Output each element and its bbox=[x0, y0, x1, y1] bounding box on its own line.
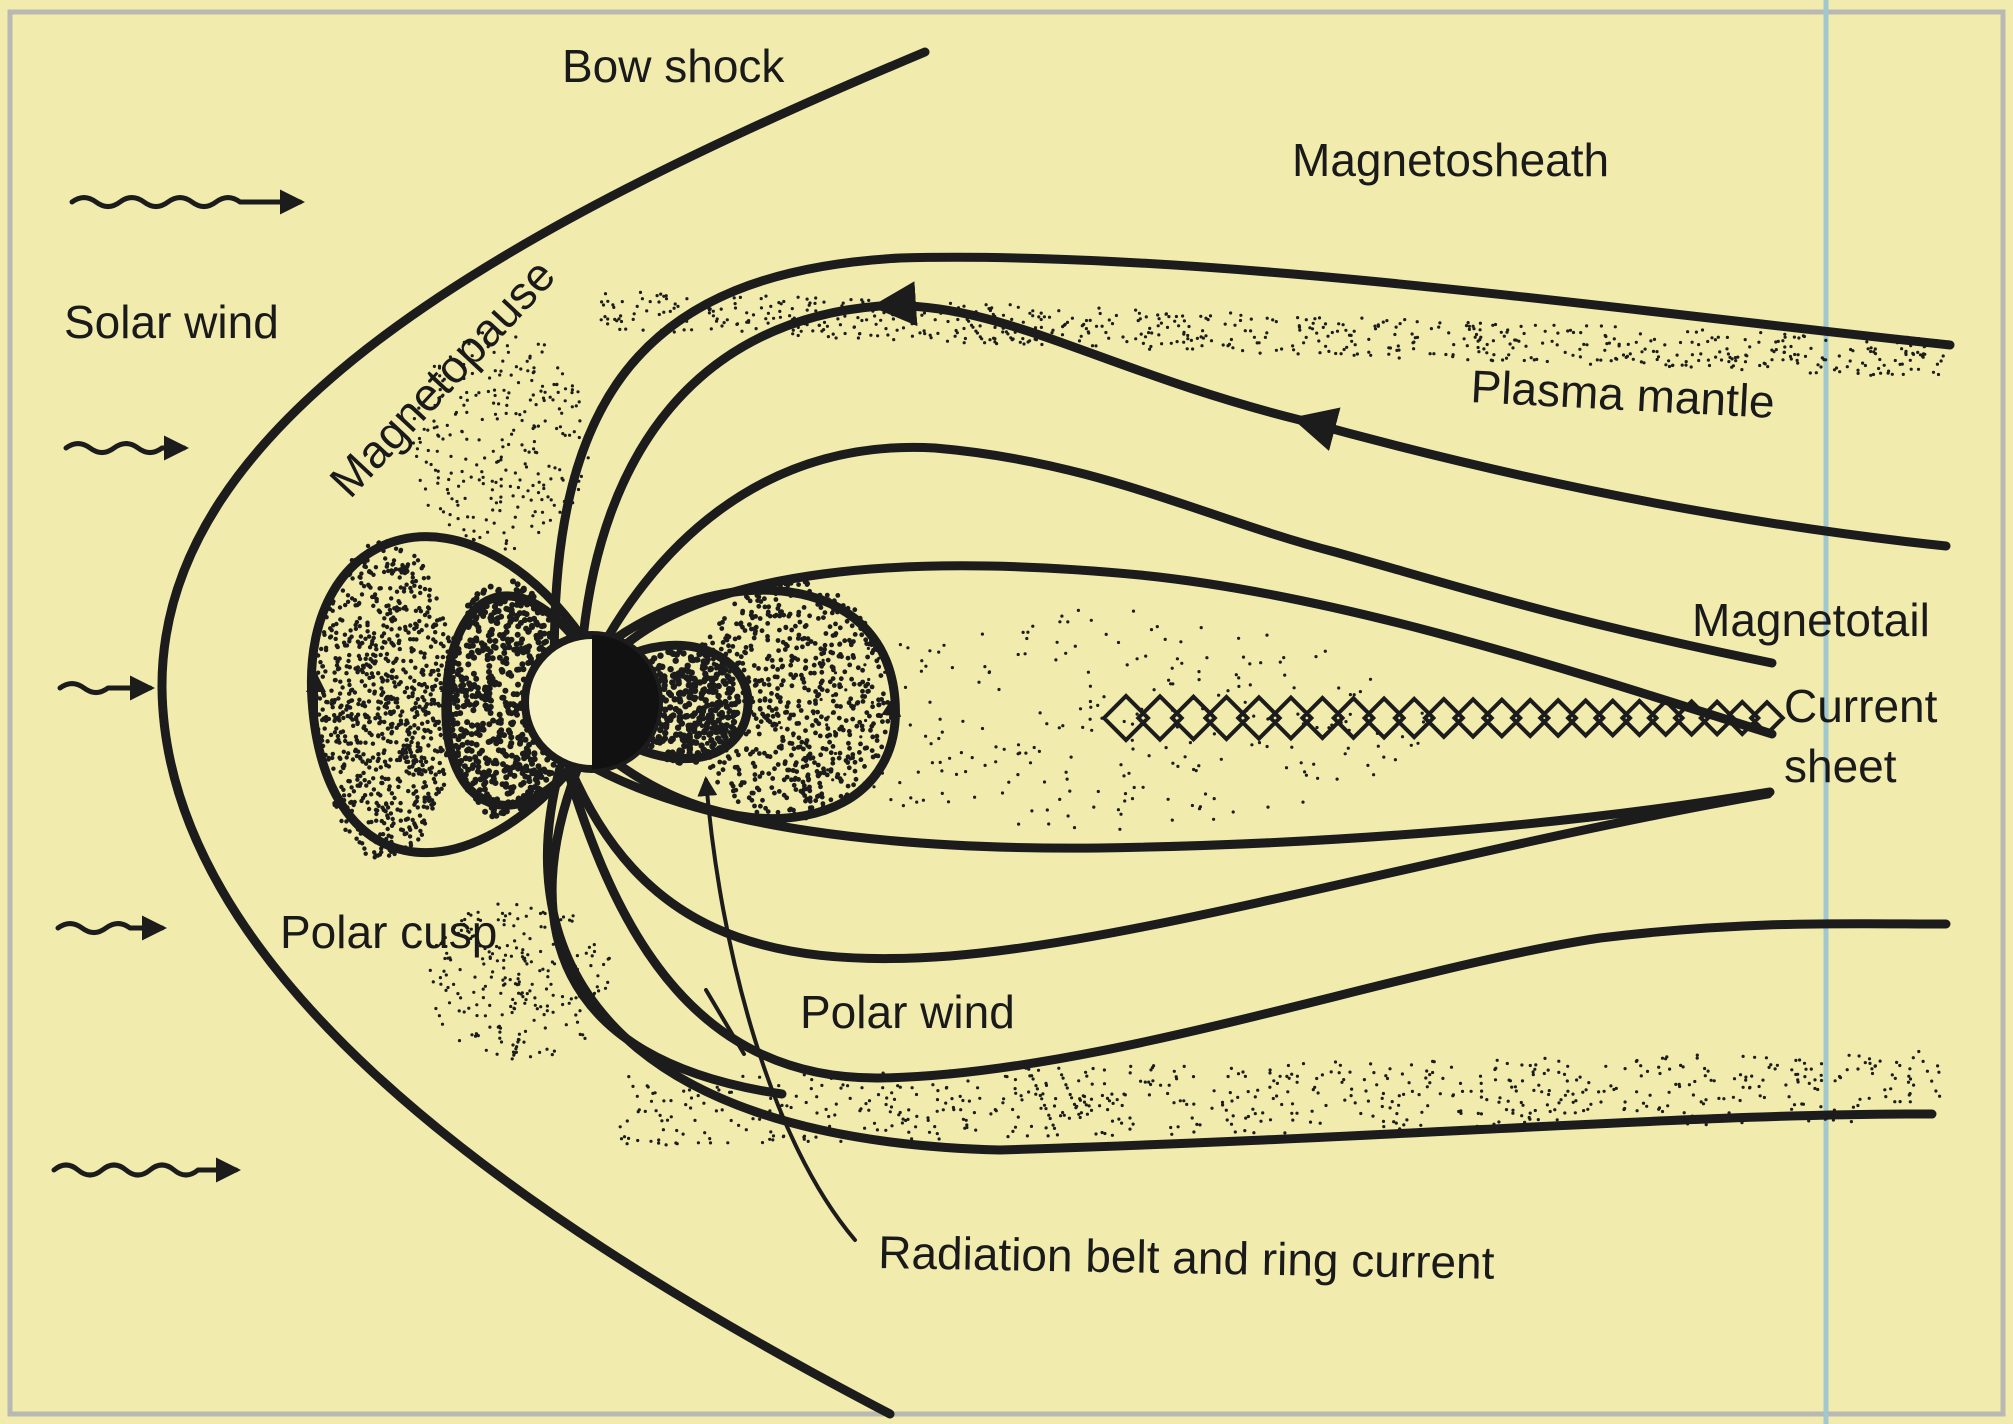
label-radiation-belt: Radiation belt and ring current bbox=[878, 1226, 1495, 1289]
label-bow-shock: Bow shock bbox=[562, 40, 785, 92]
label-polar-wind: Polar wind bbox=[800, 986, 1015, 1038]
label-polar-cusp: Polar cusp bbox=[280, 906, 497, 958]
label-current-sheet-line1: Current bbox=[1784, 680, 1938, 732]
earth bbox=[525, 635, 659, 769]
label-magnetosheath: Magnetosheath bbox=[1292, 134, 1609, 186]
label-magnetotail: Magnetotail bbox=[1692, 594, 1930, 646]
label-solar-wind: Solar wind bbox=[64, 296, 279, 348]
label-current-sheet-line2: sheet bbox=[1784, 740, 1897, 792]
